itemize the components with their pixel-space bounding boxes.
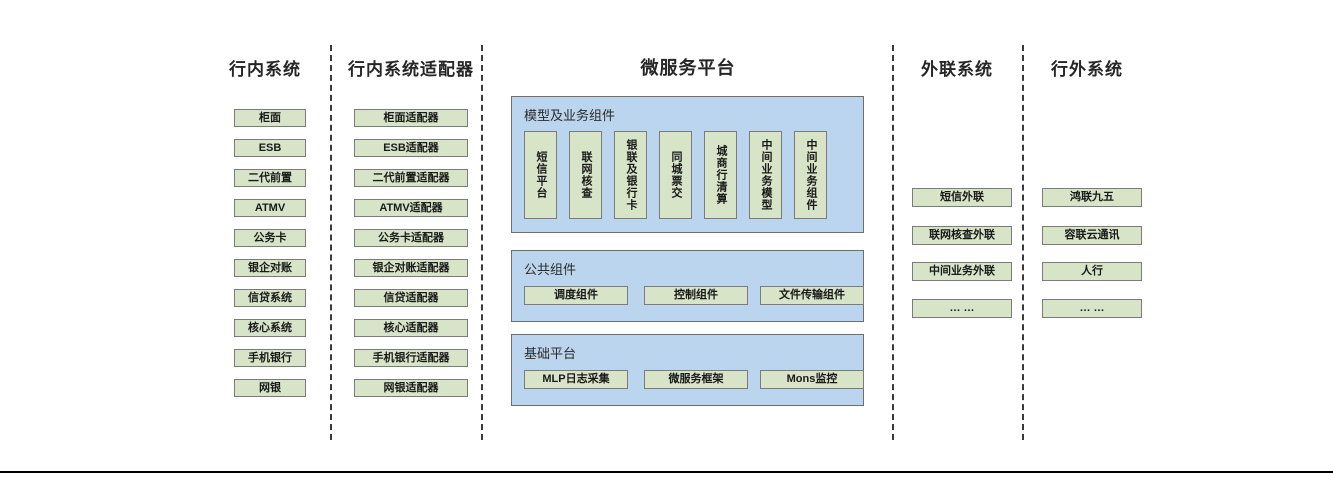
group-label-public-components: 公共组件 bbox=[524, 262, 577, 277]
footer-divider bbox=[0, 471, 1333, 473]
node-external-link-0[interactable]: 短信外联 bbox=[912, 188, 1012, 207]
node-inbank-adapter-0[interactable]: 柜面适配器 bbox=[354, 109, 468, 127]
vnode-model-1[interactable]: 联网核查 bbox=[569, 131, 602, 219]
group-label-base-platform: 基础平台 bbox=[524, 346, 577, 361]
node-inbank-adapter-8[interactable]: 手机银行适配器 bbox=[354, 349, 468, 367]
node-inbank-2[interactable]: 二代前置 bbox=[234, 169, 306, 187]
vnode-model-3[interactable]: 同城票交 bbox=[659, 131, 692, 219]
node-inbank-0[interactable]: 柜面 bbox=[234, 109, 306, 127]
node-external-link-1[interactable]: 联网核查外联 bbox=[912, 226, 1012, 245]
node-public-2[interactable]: 文件传输组件 bbox=[760, 286, 864, 305]
vnode-model-1-label: 联网核查 bbox=[580, 151, 592, 199]
node-base-0[interactable]: MLP日志采集 bbox=[524, 370, 628, 389]
node-base-2[interactable]: Mons监控 bbox=[760, 370, 864, 389]
vnode-model-0-label: 短信平台 bbox=[535, 151, 547, 199]
column-title-platform: 微服务平台 bbox=[640, 58, 736, 78]
node-public-1[interactable]: 控制组件 bbox=[644, 286, 748, 305]
node-inbank-adapter-6[interactable]: 信贷适配器 bbox=[354, 289, 468, 307]
vnode-model-4-label: 城商行清算 bbox=[715, 145, 727, 205]
node-inbank-1[interactable]: ESB bbox=[234, 139, 306, 157]
node-inbank-adapter-4[interactable]: 公务卡适配器 bbox=[354, 229, 468, 247]
vnode-model-3-label: 同城票交 bbox=[670, 151, 682, 199]
vnode-model-4[interactable]: 城商行清算 bbox=[704, 131, 737, 219]
node-outbank-1[interactable]: 容联云通讯 bbox=[1042, 226, 1142, 245]
vnode-model-5-label: 中间业务模型 bbox=[760, 139, 772, 211]
node-public-0[interactable]: 调度组件 bbox=[524, 286, 628, 305]
vnode-model-0[interactable]: 短信平台 bbox=[524, 131, 557, 219]
node-inbank-adapter-5[interactable]: 银企对账适配器 bbox=[354, 259, 468, 277]
node-inbank-adapter-3[interactable]: ATMV适配器 bbox=[354, 199, 468, 217]
group-label-model-business-components: 模型及业务组件 bbox=[524, 108, 616, 123]
node-inbank-3[interactable]: ATMV bbox=[234, 199, 306, 217]
vnode-model-6[interactable]: 中间业务组件 bbox=[794, 131, 827, 219]
node-base-1[interactable]: 微服务框架 bbox=[644, 370, 748, 389]
node-inbank-6[interactable]: 信贷系统 bbox=[234, 289, 306, 307]
node-inbank-7[interactable]: 核心系统 bbox=[234, 319, 306, 337]
node-external-link-2[interactable]: 中间业务外联 bbox=[912, 262, 1012, 281]
node-inbank-8[interactable]: 手机银行 bbox=[234, 349, 306, 367]
vnode-model-6-label: 中间业务组件 bbox=[805, 139, 817, 211]
column-separator-3 bbox=[892, 45, 894, 440]
vnode-model-5[interactable]: 中间业务模型 bbox=[749, 131, 782, 219]
column-separator-4 bbox=[1022, 45, 1024, 440]
node-external-link-3[interactable]: … … bbox=[912, 299, 1012, 318]
column-title-inbank: 行内系统 bbox=[229, 60, 301, 79]
node-inbank-9[interactable]: 网银 bbox=[234, 379, 306, 397]
node-inbank-adapter-2[interactable]: 二代前置适配器 bbox=[354, 169, 468, 187]
vnode-model-2[interactable]: 银联及银行卡 bbox=[614, 131, 647, 219]
node-inbank-5[interactable]: 银企对账 bbox=[234, 259, 306, 277]
node-inbank-adapter-7[interactable]: 核心适配器 bbox=[354, 319, 468, 337]
node-outbank-3[interactable]: … … bbox=[1042, 299, 1142, 318]
node-outbank-0[interactable]: 鸿联九五 bbox=[1042, 188, 1142, 207]
node-outbank-2[interactable]: 人行 bbox=[1042, 262, 1142, 281]
node-inbank-adapter-9[interactable]: 网银适配器 bbox=[354, 379, 468, 397]
column-title-external-link: 外联系统 bbox=[921, 60, 993, 79]
column-separator-2 bbox=[481, 45, 483, 440]
node-inbank-4[interactable]: 公务卡 bbox=[234, 229, 306, 247]
column-title-inbank-adapter: 行内系统适配器 bbox=[348, 60, 474, 79]
node-inbank-adapter-1[interactable]: ESB适配器 bbox=[354, 139, 468, 157]
column-title-outbank: 行外系统 bbox=[1051, 60, 1123, 79]
vnode-model-2-label: 银联及银行卡 bbox=[625, 139, 637, 211]
column-separator-1 bbox=[330, 45, 332, 440]
